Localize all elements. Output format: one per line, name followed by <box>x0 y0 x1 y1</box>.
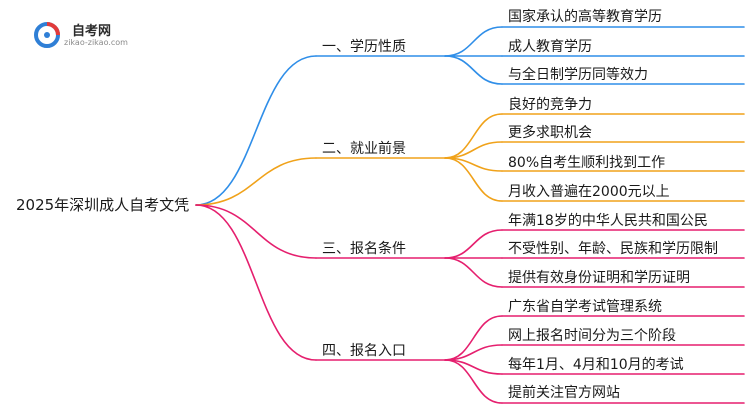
connector-branch-1-leaf-1 <box>444 26 503 57</box>
leaf-1-1: 国家承认的高等教育学历 <box>508 9 662 25</box>
leaf-1-3: 与全日制学历同等效力 <box>508 67 648 83</box>
connector-root-to-branch-1 <box>195 55 317 206</box>
leaf-2-3: 80%自考生顺利找到工作 <box>508 155 666 171</box>
connector-branch-4-leaf-1 <box>444 315 503 361</box>
connector-root-to-branch-2 <box>195 157 317 206</box>
mindmap-root: 2025年深圳成人自考文凭 <box>16 196 190 214</box>
leaf-2-2: 更多求职机会 <box>508 125 592 141</box>
leaf-3-3: 提供有效身份证明和学历证明 <box>508 270 690 286</box>
branch-employment-outlook: 二、就业前景 <box>322 141 406 157</box>
connector-branch-3-leaf-3 <box>444 257 503 288</box>
leaf-4-1: 广东省自学考试管理系统 <box>508 299 662 315</box>
connector-branch-2-leaf-4 <box>444 157 503 202</box>
leaf-4-4: 提前关注官方网站 <box>508 385 620 401</box>
logo-icon <box>34 22 60 48</box>
site-logo: 自考网 zikao-zikao.com <box>34 18 144 52</box>
branch-education-nature: 一、学历性质 <box>322 39 406 55</box>
connector-root-to-branch-3 <box>195 204 317 259</box>
leaf-1-2: 成人教育学历 <box>508 39 592 55</box>
logo-url: zikao-zikao.com <box>64 38 128 47</box>
leaf-3-2: 不受性别、年龄、民族和学历限制 <box>508 241 718 257</box>
connector-branch-3-leaf-1 <box>444 229 503 259</box>
branch-application-portal: 四、报名入口 <box>322 343 406 359</box>
connector-branch-4-leaf-4 <box>444 359 503 404</box>
connector-branch-2-leaf-1 <box>444 113 503 159</box>
branch-application-requirements: 三、报名条件 <box>322 241 406 257</box>
connector-branch-1-leaf-3 <box>444 55 503 85</box>
connector-root-to-branch-4 <box>195 204 317 361</box>
leaf-3-1: 年满18岁的中华人民共和国公民 <box>508 213 708 229</box>
leaf-2-4: 月收入普遍在2000元以上 <box>508 184 670 200</box>
leaf-4-3: 每年1月、4月和10月的考试 <box>508 357 684 373</box>
leaf-2-1: 良好的竞争力 <box>508 97 592 113</box>
logo-title: 自考网 <box>72 24 112 39</box>
leaf-4-2: 网上报名时间分为三个阶段 <box>508 328 676 344</box>
